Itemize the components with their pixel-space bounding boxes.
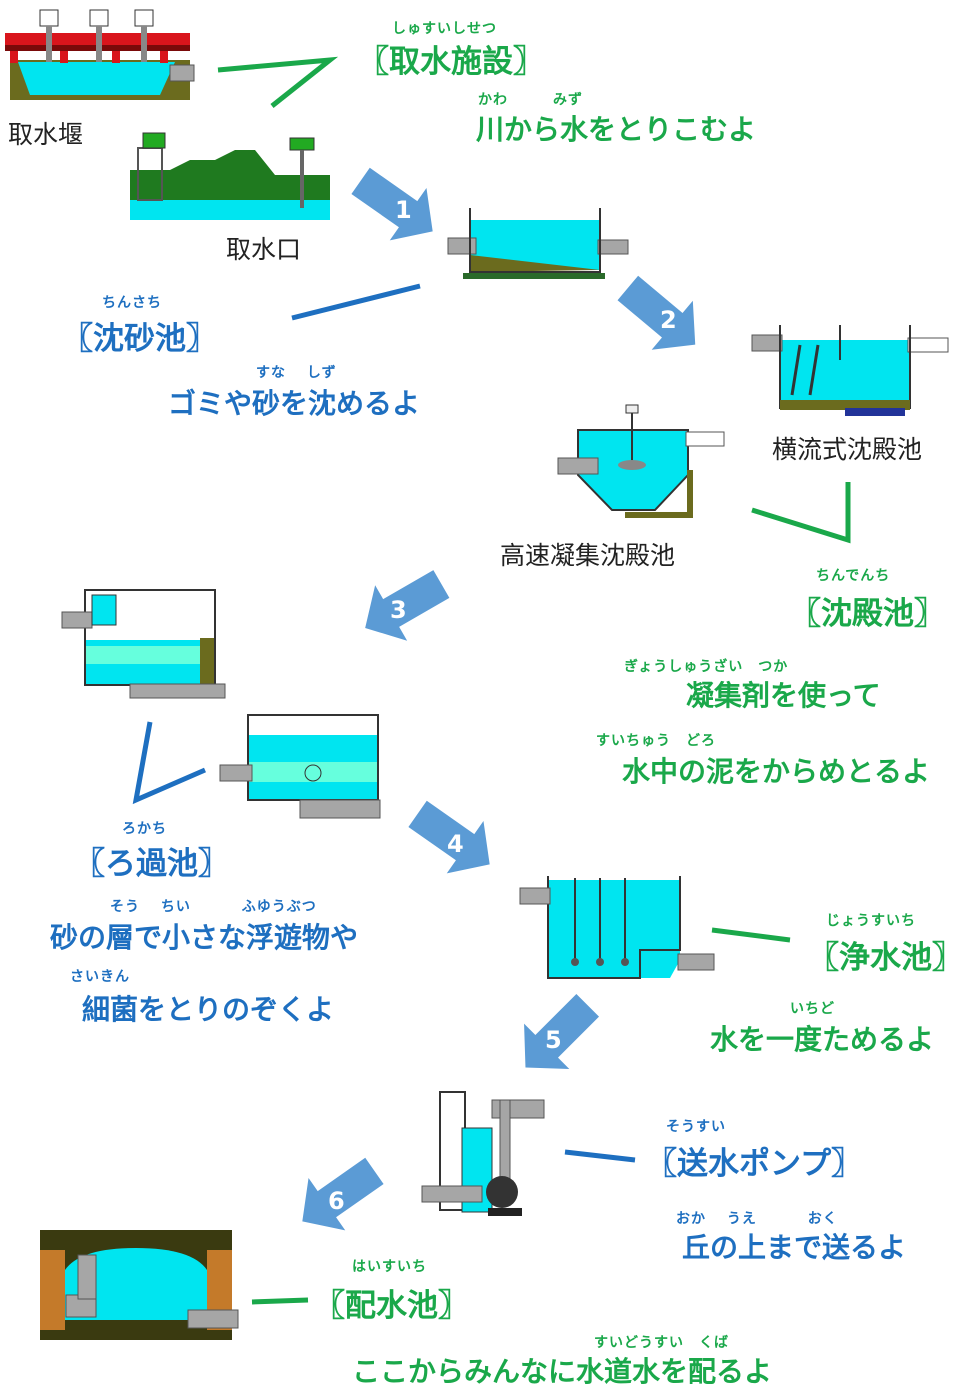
distribution-title-ruby: はいすいち [352,1259,427,1275]
intake-desc-ruby: かわ みず [478,92,583,108]
sand-title-ruby: ちんさち [102,295,162,311]
arrow-number-5: 5 [545,1026,562,1054]
settling-title: 〖沈殿池〗 [790,596,945,632]
filter-title: 〖ろ過池〗 [74,846,229,882]
intake-weir-illustration [5,9,195,100]
arrow-1 [351,167,433,241]
sand-basin-illustration [447,208,629,279]
pump-desc-ruby: おか うえ おく [676,1211,838,1227]
intake-title-ruby: しゅすいしせつ [392,21,497,37]
arrow-3 [365,570,450,641]
settling-desc-2: 水中の泥をからめとるよ [622,755,931,788]
sand-desc: ゴミや砂を沈めるよ [168,387,421,420]
filter-desc-2: 細菌をとりのぞくよ [82,993,335,1026]
filter-desc-ruby-2: さいきん [70,969,130,985]
arrow-4 [408,800,490,874]
settling-title-ruby: ちんでんち [816,568,891,584]
arrow-number-3: 3 [390,596,407,624]
clear-title-ruby: じょうすいち [826,913,916,929]
intake-port-label: 取水口 [226,235,302,264]
intake-title: 〖取水施設〗 [358,44,544,80]
pump-title-ruby: そうすい [666,1119,726,1135]
settling-desc-1: 凝集剤を使って [686,679,881,712]
pump-title: 〖送水ポンプ〗 [646,1146,863,1182]
filter-desc-1: 砂の層で小さな浮遊物や [50,921,359,954]
arrow-5 [524,993,600,1069]
arrow-6 [302,1157,384,1231]
horizontal-settling-label: 横流式沈殿池 [772,435,923,464]
filter-basin-illustration-2 [219,714,381,819]
clear-title: 〖浄水池〗 [808,940,963,976]
distribution-title: 〖配水池〗 [314,1288,469,1324]
intake-weir-label: 取水堰 [8,120,84,149]
sand-title: 〖沈砂池〗 [62,321,217,357]
highspeed-settling-label: 高速凝集沈殿池 [500,541,676,570]
intake-port-illustration [130,132,330,220]
arrow-number-6: 6 [328,1187,345,1215]
pump-desc: 丘の上まで送るよ [682,1231,907,1264]
settling-desc-ruby-1: ぎょうしゅうざい つか [624,659,789,675]
arrow-number-1: 1 [395,196,412,224]
clear-desc-ruby: いちど [790,1001,835,1017]
distribution-desc-ruby: すいどうすい くば [594,1335,729,1351]
distribution-desc: ここからみんなに水道水を配るよ [352,1355,773,1386]
clear-basin-illustration [519,876,715,979]
highspeed-settling-illustration [557,404,725,518]
arrow-number-2: 2 [660,306,677,334]
distribution-reservoir-illustration [40,1230,239,1340]
horizontal-settling-illustration [751,325,949,416]
intake-desc: 川から水をとりこむよ [476,113,757,146]
connector-lines [132,56,851,1305]
filter-title-ruby: ろかち [122,821,167,837]
settling-desc-ruby-2: すいちゅう どろ [596,733,716,749]
filter-basin-illustration-1 [61,589,226,699]
arrow-2 [617,275,696,350]
arrow-number-4: 4 [447,830,464,858]
filter-desc-ruby-1: そう ちい ふゆうぶつ [110,899,317,915]
sand-desc-ruby: すな しず [256,365,337,381]
clear-desc: 水を一度ためるよ [710,1023,935,1056]
pump-illustration [421,1091,545,1216]
